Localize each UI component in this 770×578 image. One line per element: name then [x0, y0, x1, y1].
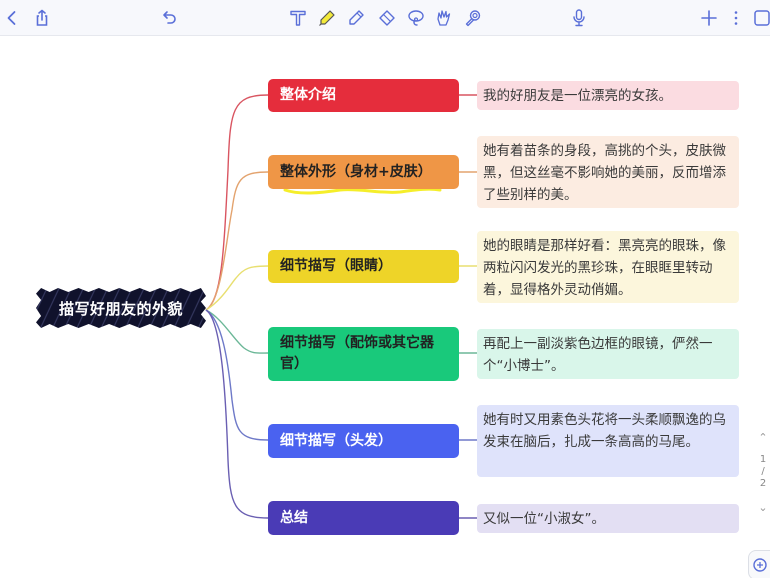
detail-text: 再配上一副淡紫色边框的眼镜，俨然一个“小博士”。 [483, 336, 713, 374]
chevron-down-icon[interactable]: ⌄ [758, 501, 768, 514]
detail-node-eyes[interactable]: 她的眼睛是那样好看：黑亮亮的眼珠，像两粒闪闪发光的黑珍珠，在眼眶里转动着，显得格… [477, 231, 739, 303]
detail-text: 我的好朋友是一位漂亮的女孩。 [483, 88, 672, 104]
topic-node-overall-intro[interactable]: 整体介绍 [268, 79, 459, 112]
page-indicator: ⌃ 1 / 2 ⌄ [756, 432, 770, 514]
page-separator: / [761, 466, 765, 477]
detail-text: 她有着苗条的身段，高挑的个头，皮肤微黑，但这丝毫不影响她的美丽，反而增添了些别样… [483, 143, 726, 203]
eraser-icon[interactable] [374, 6, 398, 30]
laser-pointer-icon[interactable] [461, 6, 485, 30]
lasso-icon[interactable] [404, 6, 428, 30]
detail-text: 她的眼睛是那样好看：黑亮亮的眼珠，像两粒闪闪发光的黑珍珠，在眼眶里转动着，显得格… [483, 238, 726, 298]
root-node[interactable]: 描写好朋友的外貌 [36, 288, 206, 328]
highlighter-yellow-icon[interactable] [315, 6, 339, 30]
back-icon[interactable] [0, 6, 24, 30]
topic-node-eyes[interactable]: 细节描写（眼睛） [268, 250, 459, 283]
topic-label: 总结 [280, 509, 308, 526]
detail-node-overall-shape[interactable]: 她有着苗条的身段，高挑的个头，皮肤微黑，但这丝毫不影响她的美丽，反而增添了些别样… [477, 136, 739, 208]
topic-label: 整体外形（身材+皮肤） [280, 163, 432, 180]
detail-node-summary[interactable]: 又似一位“小淑女”。 [477, 504, 739, 533]
topic-label: 整体介绍 [280, 87, 336, 103]
page-icon[interactable] [752, 6, 770, 30]
detail-node-hair[interactable]: 她有时又用素色头花将一头柔顺飘逸的乌发束在脑后，扎成一条高高的马尾。 [477, 405, 739, 477]
detail-node-overall-intro[interactable]: 我的好朋友是一位漂亮的女孩。 [477, 81, 739, 110]
topic-node-hair[interactable]: 细节描写（头发） [268, 424, 459, 458]
topic-node-overall-shape[interactable]: 整体外形（身材+皮肤） [268, 155, 459, 189]
share-icon[interactable] [30, 6, 54, 30]
detail-node-accessories[interactable]: 再配上一副淡紫色边框的眼镜，俨然一个“小博士”。 [477, 329, 739, 379]
chevron-up-icon[interactable]: ⌃ [758, 431, 768, 444]
top-toolbar [0, 0, 770, 36]
current-page: 1 [759, 454, 767, 465]
add-icon[interactable] [697, 6, 721, 30]
topic-node-summary[interactable]: 总结 [268, 501, 459, 535]
zoom-button[interactable] [748, 550, 770, 578]
text-tool-icon[interactable] [286, 6, 310, 30]
topic-label: 细节描写（头发） [280, 432, 392, 449]
topic-node-accessories[interactable]: 细节描写（配饰或其它器官） [268, 327, 459, 381]
zoom-in-icon [753, 558, 767, 572]
detail-text: 又似一位“小淑女”。 [483, 511, 605, 527]
undo-icon[interactable] [158, 6, 182, 30]
root-node-label: 描写好朋友的外貌 [58, 299, 183, 318]
detail-text: 她有时又用素色头花将一头柔顺飘逸的乌发束在脑后，扎成一条高高的马尾。 [483, 412, 726, 450]
total-pages: 2 [759, 478, 767, 489]
pen-icon[interactable] [344, 6, 368, 30]
microphone-icon[interactable] [567, 6, 591, 30]
hand-icon[interactable] [432, 6, 456, 30]
more-icon[interactable] [724, 6, 748, 30]
topic-label: 细节描写（眼睛） [280, 258, 392, 274]
topic-label: 细节描写（配饰或其它器官） [280, 335, 434, 372]
